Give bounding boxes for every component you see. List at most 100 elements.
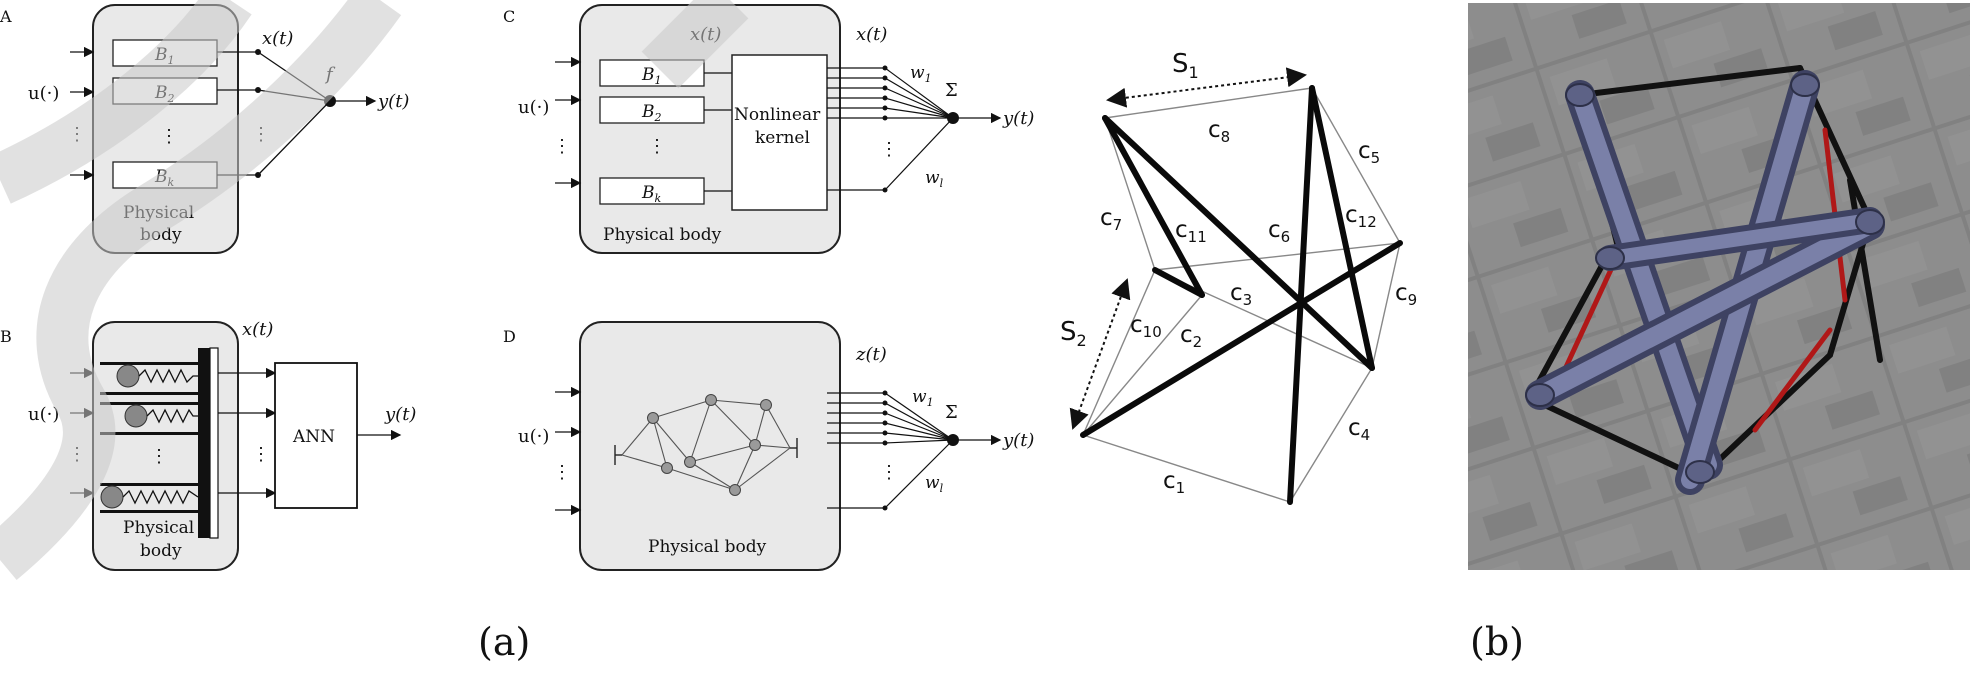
- spring-c10-sub: 10: [1143, 323, 1162, 341]
- spring-c5-sub: 5: [1371, 149, 1381, 167]
- svg-text:c12: c12: [1345, 202, 1377, 231]
- spring-c8-label: c: [1208, 117, 1221, 143]
- physical-body-box: [579, 321, 841, 571]
- svg-text:c6: c6: [1268, 217, 1290, 246]
- dots: ⋮: [160, 126, 178, 147]
- readout-line: [257, 100, 331, 176]
- mass-ball: [124, 404, 148, 428]
- svg-text:c1: c1: [1163, 468, 1185, 497]
- physical-body-label: Physical body: [603, 225, 722, 245]
- weight-w1-sub: 1: [925, 72, 932, 85]
- mass-nodes: [647, 394, 772, 496]
- block-bk-sub: k: [655, 192, 662, 205]
- tensegrity-diagram: S1 S2 c8 c5 c7 c11 c6 c12 c3 c9 c10 c2 c…: [1060, 49, 1417, 505]
- weight-w1: w: [912, 387, 927, 407]
- subfigure-d-letter: D: [503, 327, 516, 346]
- physical-body-label: Physical body: [648, 537, 767, 557]
- subfigure-b: B u(·) ⋮ ⋮ Physical body: [0, 319, 416, 571]
- ann-box: [274, 362, 358, 509]
- spring-c11-sub: 11: [1188, 228, 1207, 246]
- spring-c12-sub: 12: [1358, 213, 1377, 231]
- render-rod-caps: [1525, 73, 1885, 484]
- dots: ⋮: [880, 462, 898, 483]
- svg-text:c10: c10: [1130, 312, 1162, 341]
- s1-sub: 1: [1189, 63, 1199, 82]
- svg-text:c7: c7: [1100, 205, 1122, 234]
- spring-c3-label: c: [1230, 280, 1243, 306]
- input-label: u(·): [28, 404, 59, 425]
- spring-c2-label: c: [1180, 322, 1193, 348]
- dots: ⋮: [880, 139, 898, 160]
- subfigure-d: D u(·) ⋮: [503, 321, 1034, 571]
- sum-symbol: Σ: [945, 80, 958, 101]
- mass-spring-network: [621, 399, 791, 491]
- panel-a: A u(·) ⋮ B1 B2 ⋮ Bk Physical body: [0, 0, 1417, 664]
- panel-b: (b): [1468, 3, 1970, 664]
- spring-c2-sub: 2: [1193, 333, 1203, 351]
- svg-text:c9: c9: [1395, 280, 1417, 309]
- s1-arrow: [1106, 67, 1307, 108]
- svg-text:wl: wl: [925, 473, 944, 495]
- input-label: u(·): [28, 83, 59, 104]
- output-label: y(t): [377, 91, 409, 112]
- svg-text:Bk: Bk: [641, 183, 662, 205]
- spring-c7-sub: 7: [1113, 216, 1123, 234]
- svg-text:c4: c4: [1348, 415, 1370, 444]
- subfigure-b-letter: B: [0, 327, 12, 346]
- spring-c9-sub: 9: [1408, 291, 1418, 309]
- svg-text:B2: B2: [641, 102, 662, 124]
- spring-c6-sub: 6: [1281, 228, 1291, 246]
- wall-line: [100, 432, 198, 435]
- dots: ⋮: [648, 136, 666, 157]
- panel-b-caption: (b): [1470, 620, 1524, 664]
- spring-c5-label: c: [1358, 138, 1371, 164]
- spring-c6-label: c: [1268, 217, 1281, 243]
- spring: [122, 489, 199, 505]
- svg-text:c11: c11: [1175, 217, 1207, 246]
- svg-text:w1: w1: [912, 387, 934, 409]
- block-b2-label: B: [641, 102, 655, 122]
- state-outputs: [827, 390, 954, 511]
- subfigure-c: C u(·) ⋮ x(t) B1 B2 ⋮ Bk Nonlinear kerne…: [503, 4, 1034, 254]
- spring-c3-sub: 3: [1243, 291, 1253, 309]
- spring-c1-label: c: [1163, 468, 1176, 494]
- input-label: u(·): [518, 426, 549, 447]
- spring-c8-sub: 8: [1221, 128, 1231, 146]
- panel-a-caption: (a): [478, 620, 530, 664]
- spring-c10-label: c: [1130, 312, 1143, 338]
- spring-c11-label: c: [1175, 217, 1188, 243]
- weight-wl-sub: l: [940, 482, 944, 495]
- block-b2-sub: 2: [654, 111, 662, 124]
- weight-wl: w: [925, 168, 940, 188]
- dots: ⋮: [252, 444, 270, 465]
- rigid-bars: [1080, 85, 1403, 505]
- svg-text:w1: w1: [910, 63, 932, 85]
- subfigure-c-letter: C: [503, 7, 515, 26]
- dots: ⋮: [150, 446, 168, 467]
- kernel-outputs: [827, 65, 954, 193]
- dots: ⋮: [553, 136, 571, 157]
- render-rods: [1525, 70, 1885, 495]
- physical-body-label: body: [140, 541, 182, 561]
- output-label: y(t): [1002, 108, 1034, 129]
- output-label: y(t): [1002, 430, 1034, 451]
- wall-line: [100, 392, 198, 395]
- spring-c12-label: c: [1345, 202, 1358, 228]
- weight-w1-sub: 1: [927, 396, 934, 409]
- wall-line: [100, 510, 198, 513]
- wall-line: [100, 362, 198, 365]
- spring-c4-label: c: [1348, 415, 1361, 441]
- s2-sub: 2: [1077, 331, 1087, 350]
- spring-c4-sub: 4: [1361, 426, 1371, 444]
- state-label: z(t): [855, 344, 887, 365]
- spring-c1-sub: 1: [1176, 479, 1186, 497]
- watermark: [0, 0, 749, 580]
- rigid-bar-edge: [209, 347, 219, 539]
- state-label: x(t): [262, 28, 293, 49]
- block-bk-label: B: [641, 183, 655, 203]
- mass-ball: [116, 364, 140, 388]
- sum-node: [947, 112, 959, 124]
- svg-text:B1: B1: [641, 65, 662, 87]
- output-label: y(t): [384, 404, 416, 425]
